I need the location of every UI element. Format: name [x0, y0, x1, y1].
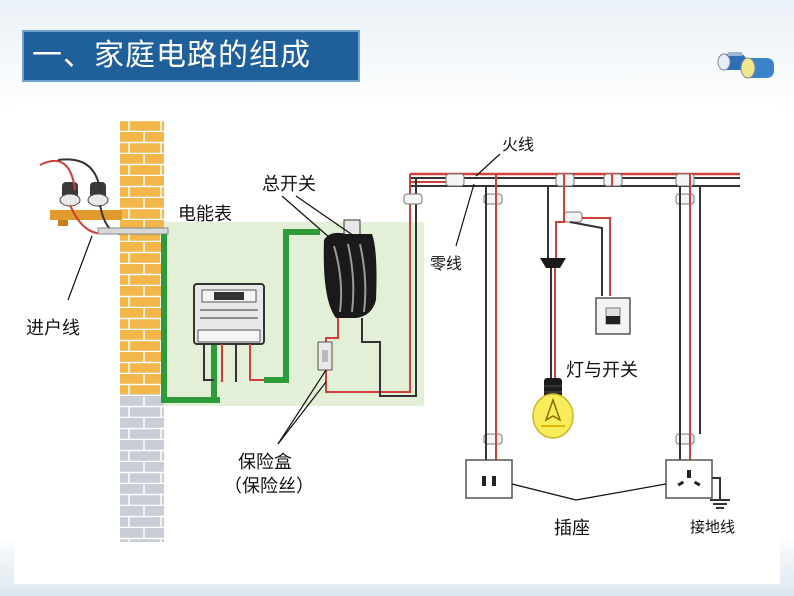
page-title: 一、家庭电路的组成	[32, 38, 311, 73]
label-meter: 电能表	[178, 204, 232, 225]
label-lamp-switch: 灯与开关	[566, 360, 638, 381]
wall-entry-pipe	[97, 227, 169, 235]
ground-symbol-icon	[710, 499, 730, 509]
energy-meter	[193, 283, 265, 345]
label-socket: 插座	[554, 518, 590, 539]
label-service-line: 进户线	[26, 318, 80, 339]
stone-wall	[120, 394, 164, 542]
brick-wall	[120, 120, 164, 394]
label-ground-wire: 接地线	[690, 518, 736, 536]
label-fuse-wire: （保险丝）	[224, 476, 314, 497]
title-bar: 一、家庭电路的组成	[22, 30, 360, 82]
insulators	[59, 182, 109, 207]
bracket	[50, 210, 122, 220]
label-neutral-wire: 零线	[430, 254, 463, 273]
label-fuse-box: 保险盒	[238, 452, 292, 473]
socket-icon	[465, 459, 513, 499]
socket-icon	[665, 459, 713, 499]
ceiling-rose	[540, 258, 566, 268]
main-switch	[323, 219, 377, 318]
label-live-wire: 火线	[502, 135, 535, 154]
light-bulb-icon	[532, 378, 574, 439]
switch-icon	[595, 297, 631, 335]
label-main-switch: 总开关	[262, 174, 316, 195]
fuse-box	[317, 341, 333, 371]
